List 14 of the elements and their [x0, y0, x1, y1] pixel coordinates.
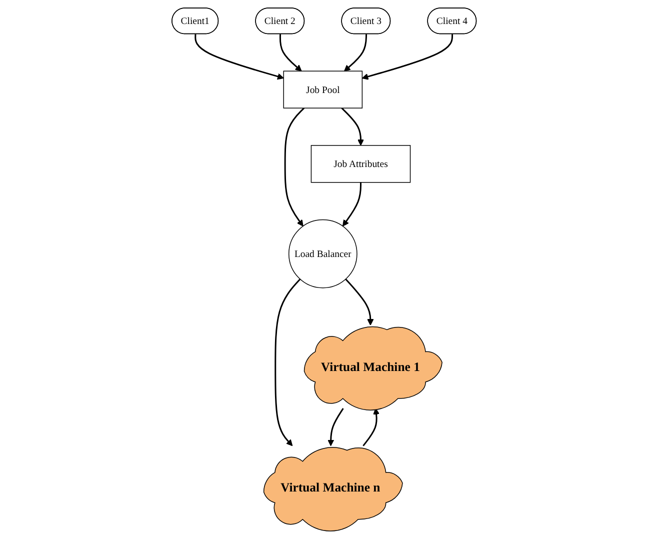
arrow — [346, 278, 374, 326]
arrow — [284, 108, 305, 226]
arrow — [344, 34, 368, 72]
node-box: Job Attributes — [311, 145, 412, 183]
arrow — [363, 408, 380, 446]
arrow — [342, 108, 364, 146]
arrow — [275, 278, 302, 446]
node-circle: Load Balancer — [288, 219, 358, 288]
arrow — [280, 34, 302, 72]
arrow — [362, 34, 454, 80]
node-box: Job Pool — [284, 70, 363, 108]
arrow — [342, 182, 362, 226]
arrow — [195, 34, 284, 80]
arrow — [328, 408, 344, 446]
